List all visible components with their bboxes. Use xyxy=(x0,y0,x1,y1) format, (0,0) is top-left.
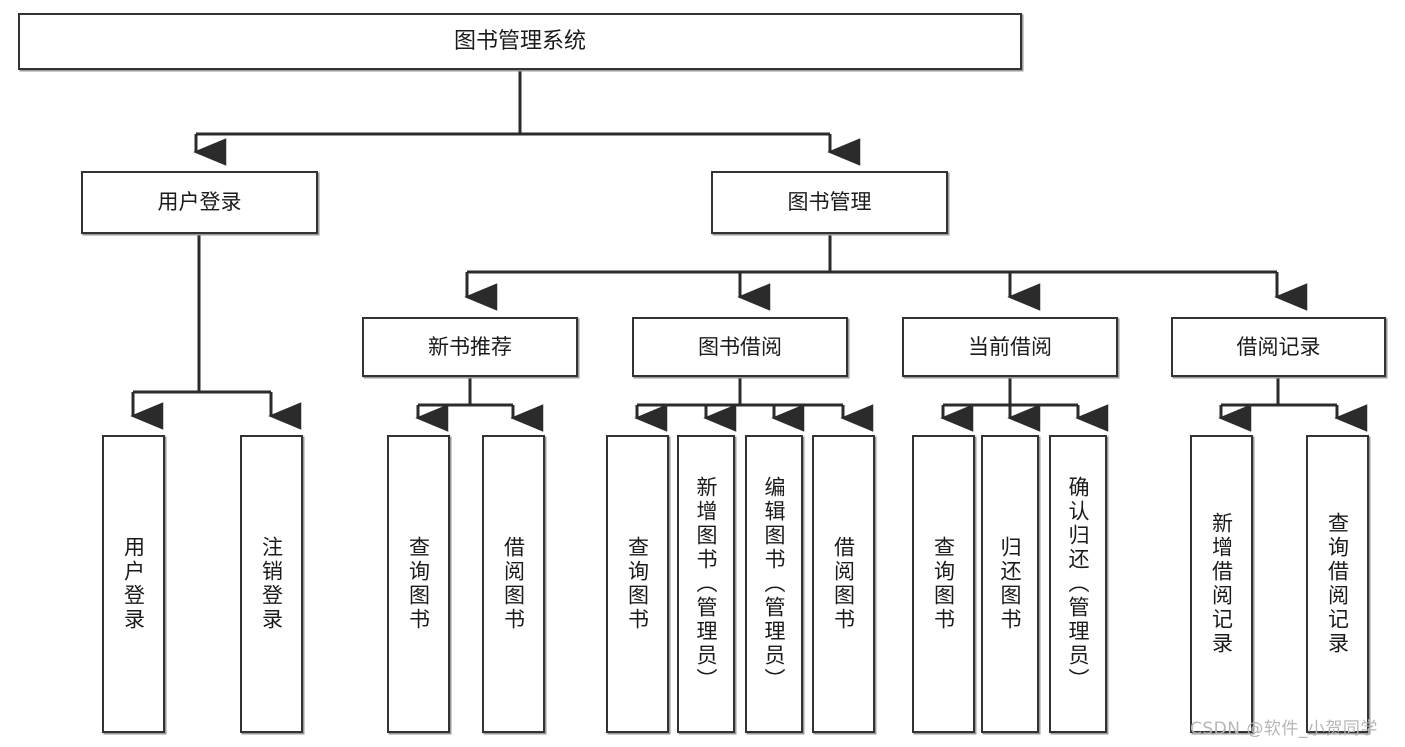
node-leaf-logout-label: 注销登录 xyxy=(259,536,284,632)
node-leaf-borrow-books-recommend-label: 借阅图书 xyxy=(501,536,526,632)
node-leaf-return-book-label: 归还图书 xyxy=(998,536,1023,632)
node-current-borrow-label: 当前借阅 xyxy=(968,334,1052,359)
node-leaf-logout[interactable]: 注销登录 xyxy=(240,435,303,733)
node-book-borrow-label: 图书借阅 xyxy=(698,334,782,359)
node-user-login[interactable]: 用户登录 xyxy=(81,171,318,234)
node-root[interactable]: 图书管理系统 xyxy=(18,13,1022,70)
node-leaf-query-books-borrow[interactable]: 查询图书 xyxy=(606,435,669,733)
node-leaf-query-books-current[interactable]: 查询图书 xyxy=(912,435,975,733)
node-leaf-query-books-current-label: 查询图书 xyxy=(931,536,956,632)
node-leaf-query-books-recommend-label: 查询图书 xyxy=(406,536,431,632)
node-new-book-recommend[interactable]: 新书推荐 xyxy=(362,317,578,377)
node-leaf-user-login[interactable]: 用户登录 xyxy=(102,435,165,733)
node-new-book-recommend-label: 新书推荐 xyxy=(428,334,512,359)
node-leaf-add-borrow-record-label: 新增借阅记录 xyxy=(1209,512,1234,656)
csdn-watermark: CSDN @软件_小贺同学 xyxy=(1190,719,1378,739)
node-leaf-add-book-admin-label: 新增图书（管理员） xyxy=(694,476,719,692)
node-current-borrow[interactable]: 当前借阅 xyxy=(902,317,1118,377)
node-book-management[interactable]: 图书管理 xyxy=(711,171,948,234)
node-leaf-edit-book-admin-label: 编辑图书（管理员） xyxy=(762,476,787,692)
node-leaf-confirm-return-admin[interactable]: 确认归还（管理员） xyxy=(1049,435,1107,733)
node-leaf-query-borrow-record[interactable]: 查询借阅记录 xyxy=(1306,435,1369,733)
node-borrow-records-label: 借阅记录 xyxy=(1236,334,1321,359)
node-leaf-query-books-recommend[interactable]: 查询图书 xyxy=(387,435,450,733)
node-root-label: 图书管理系统 xyxy=(453,28,586,54)
node-leaf-add-book-admin[interactable]: 新增图书（管理员） xyxy=(677,435,735,733)
node-book-borrow[interactable]: 图书借阅 xyxy=(632,317,848,377)
node-leaf-return-book[interactable]: 归还图书 xyxy=(981,435,1039,733)
node-leaf-user-login-label: 用户登录 xyxy=(121,536,146,632)
node-leaf-confirm-return-admin-label: 确认归还（管理员） xyxy=(1066,476,1091,692)
node-leaf-borrow-books-recommend[interactable]: 借阅图书 xyxy=(482,435,545,733)
node-leaf-edit-book-admin[interactable]: 编辑图书（管理员） xyxy=(745,435,803,733)
node-leaf-borrow-book-label: 借阅图书 xyxy=(831,536,856,632)
node-user-login-label: 用户登录 xyxy=(157,190,242,215)
node-leaf-add-borrow-record[interactable]: 新增借阅记录 xyxy=(1190,435,1253,733)
node-leaf-borrow-book[interactable]: 借阅图书 xyxy=(812,435,875,733)
node-borrow-records[interactable]: 借阅记录 xyxy=(1171,317,1386,377)
node-book-management-label: 图书管理 xyxy=(787,190,872,215)
node-leaf-query-borrow-record-label: 查询借阅记录 xyxy=(1325,512,1350,656)
node-leaf-query-books-borrow-label: 查询图书 xyxy=(625,536,650,632)
